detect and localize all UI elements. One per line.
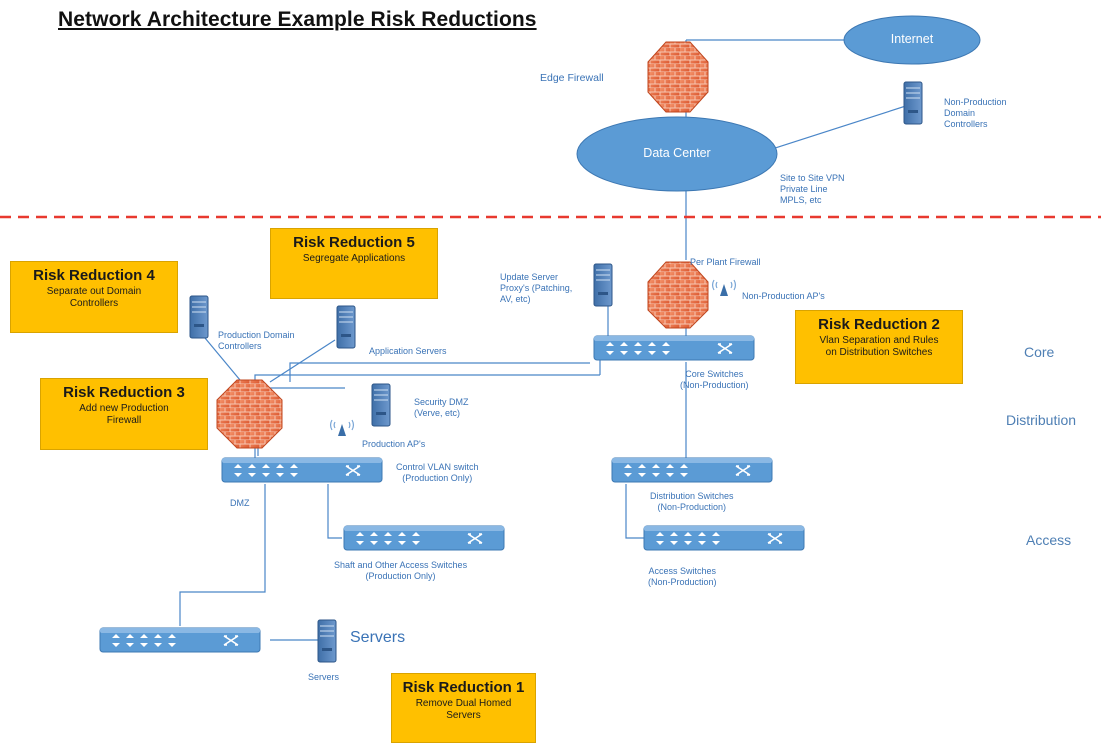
risk-reduction-2-heading: Risk Reduction 2 [818,316,940,333]
servers-small-label: Servers [308,672,340,682]
risk-reduction-3-heading: Risk Reduction 3 [63,384,185,401]
production-dc-server-icon [189,295,209,339]
server-switch-icon [99,627,261,653]
core-switch-icon [593,335,755,361]
edge-firewall-icon [647,41,709,113]
internet-label: Internet [890,32,934,46]
data-center-cloud [576,116,778,192]
risk-reduction-4-callout: Risk Reduction 4 Separate out Domain Con… [10,261,178,333]
risk-reduction-1-heading: Risk Reduction 1 [402,679,525,696]
data-center-label: Data Center [643,146,711,160]
risk-reduction-3-description: Add new Production Firewall [79,403,169,426]
servers-icon [317,619,337,663]
access-switch-production-icon [343,525,505,551]
security-dmz-server-icon [371,383,391,427]
core-switches-label: Core Switches (Non-Production) [680,369,749,390]
distribution-switches-label: Distribution Switches (Non-Production) [650,491,734,512]
internet-cloud [843,15,981,65]
risk-reduction-4-description: Separate out Domain Controllers [46,286,142,309]
non-production-dc-label: Non-Production Domain Controllers [944,97,1007,129]
servers-large-label: Servers [350,629,406,646]
access-switch-non-production-icon [643,525,805,551]
distribution-switch-icon [611,457,773,483]
non-production-ap-icon [712,279,736,297]
page-title: Network Architecture Example Risk Reduct… [58,8,537,31]
risk-reduction-2-callout: Risk Reduction 2 Vlan Separation and Rul… [795,310,963,384]
site-vpn-label: Site to Site VPN Private Line MPLS, etc [780,173,845,205]
tier-core-label: Core [1024,344,1055,360]
tier-distribution-label: Distribution [1006,412,1077,428]
application-servers-label: Application Servers [369,346,447,356]
security-dmz-label: Security DMZ (Verve, etc) [414,397,469,418]
control-vlan-label: Control VLAN switch (Production Only) [396,462,479,483]
application-server-icon [336,305,356,349]
risk-reduction-5-callout: Risk Reduction 5 Segregate Applications [270,228,438,299]
access-switches-label: Access Switches (Non-Production) [648,566,717,587]
non-production-dc-server-icon [903,81,923,125]
risk-reduction-1-callout: Risk Reduction 1 Remove Dual Homed Serve… [391,673,536,743]
production-dc-label: Production Domain Controllers [218,330,295,351]
production-ap-label: Production AP's [362,439,426,449]
non-production-ap-label: Non-Production AP's [742,291,825,301]
edge-firewall-label: Edge Firewall [540,72,604,84]
risk-reduction-5-heading: Risk Reduction 5 [293,234,415,251]
per-plant-firewall-icon [647,261,709,329]
tier-access-label: Access [1026,532,1072,548]
risk-reduction-1-description: Remove Dual Homed Servers [415,698,512,721]
update-server-label: Update Server Proxy's (Patching, AV, etc… [500,272,573,304]
production-firewall-icon [216,379,283,449]
risk-reduction-3-callout: Risk Reduction 3 Add new Production Fire… [40,378,208,450]
shaft-switches-label: Shaft and Other Access Switches (Product… [334,560,468,581]
per-plant-firewall-label: Per Plant Firewall [690,257,761,267]
update-server-icon [593,263,613,307]
risk-reduction-5-description: Segregate Applications [302,253,406,264]
control-vlan-switch-icon [221,457,383,483]
dmz-label: DMZ [230,498,250,508]
risk-reduction-4-heading: Risk Reduction 4 [33,267,155,284]
risk-reduction-2-description: Vlan Separation and Rules on Distributio… [819,335,939,358]
production-ap-icon [330,419,354,437]
